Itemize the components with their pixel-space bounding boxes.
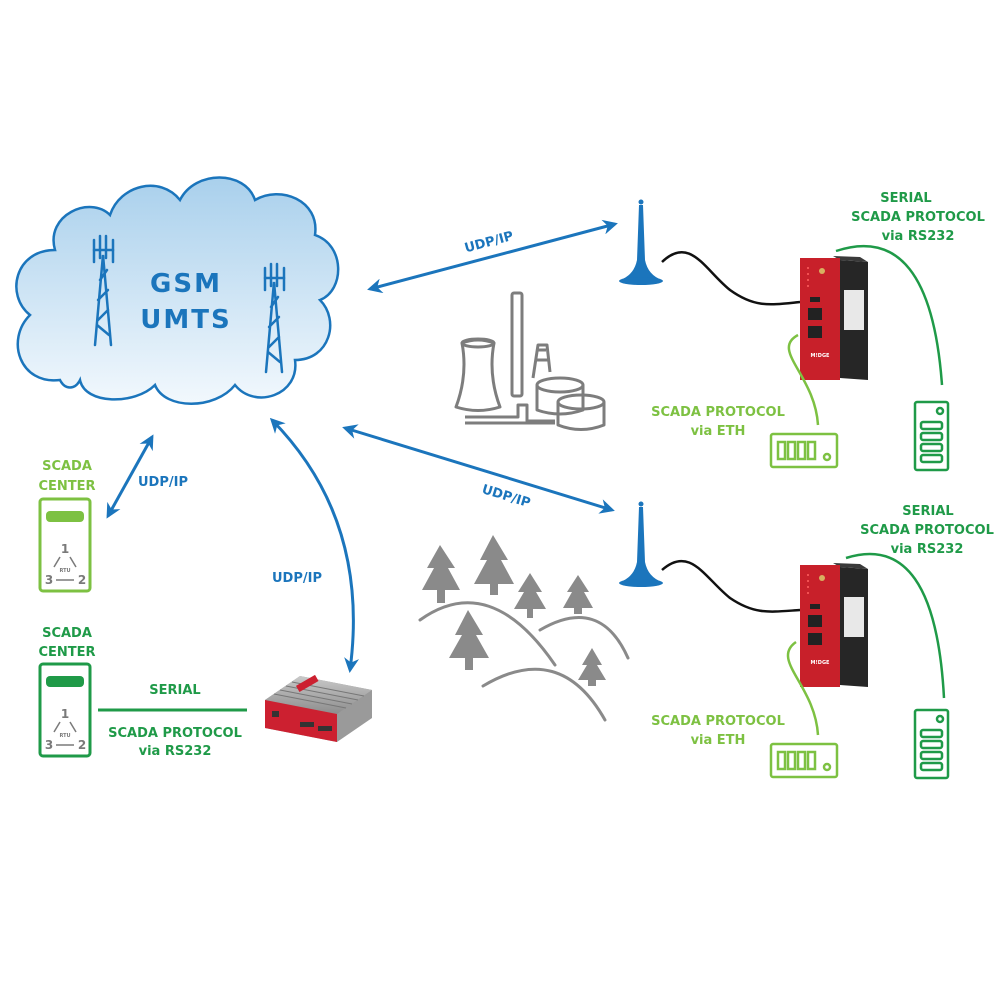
eth-cable — [787, 333, 820, 426]
svg-text:RTU: RTU — [59, 568, 70, 574]
bidirectional-arrow — [269, 417, 360, 673]
gsm-umts-cloud: GSM UMTS — [15, 176, 340, 405]
udp-link-site1[interactable]: UDP/IP — [367, 219, 618, 294]
scada-center-label-line1: SCADA — [42, 459, 92, 474]
industrial-plant-icon — [454, 291, 606, 431]
serial-protocol-label: SCADA PROTOCOL — [860, 523, 994, 538]
tree-icons — [422, 535, 606, 686]
serial-device-icon — [913, 400, 950, 472]
hill-lines — [418, 601, 630, 722]
router-brand: M!DGE — [811, 353, 831, 359]
eth-protocol-label: SCADA PROTOCOL — [651, 714, 785, 729]
scada-center-bottom[interactable]: SCADA CENTER 1 2 3 RTU SERIAL SCADA PROT… — [38, 626, 247, 759]
udp-link-site2[interactable]: UDP/IP — [342, 424, 615, 514]
cloud-title-gsm: GSM — [150, 269, 222, 299]
serial-label: SERIAL — [902, 504, 953, 519]
antenna-cable — [661, 250, 801, 306]
serial-device-icon — [913, 708, 950, 780]
udp-link-scada-center[interactable]: UDP/IP — [106, 434, 188, 519]
bidirectional-arrow — [342, 424, 615, 514]
svg-text:1: 1 — [61, 707, 69, 721]
eth-via-label: via ETH — [691, 424, 746, 439]
compact-router-device[interactable] — [265, 674, 372, 742]
remote-site-2[interactable]: M!DGE SERIAL SCADA PROTOCOL via RS232 SC… — [619, 501, 994, 780]
antenna-icon — [619, 199, 663, 285]
eth-protocol-label: SCADA PROTOCOL — [651, 405, 785, 420]
svg-text:3: 3 — [45, 573, 53, 587]
serial-via-label: via RS232 — [882, 229, 955, 244]
plc-device-icon — [769, 432, 839, 469]
server-status-bar — [46, 676, 84, 687]
serial-via-label: via RS232 — [891, 542, 964, 557]
serial-cable — [835, 245, 944, 386]
forest-hills-icon — [418, 535, 630, 722]
svg-text:2: 2 — [78, 738, 86, 752]
serial-protocol-label: SCADA PROTOCOL — [851, 210, 985, 225]
svg-text:3: 3 — [45, 738, 53, 752]
serial-cable — [845, 552, 946, 699]
server-icon — [38, 497, 92, 593]
udp-label: UDP/IP — [272, 571, 322, 586]
serial-label: SERIAL — [880, 191, 931, 206]
eth-via-label: via ETH — [691, 733, 746, 748]
plc-device-icon — [769, 742, 839, 779]
bidirectional-arrow — [367, 219, 618, 294]
protocol-label: SCADA PROTOCOL — [108, 726, 242, 741]
udp-label: UDP/IP — [480, 482, 532, 511]
serial-link-label: SERIAL — [149, 683, 200, 698]
eth-cable — [786, 640, 820, 736]
protocol-label-via: via RS232 — [139, 744, 212, 759]
rtu-triangle-icon: 1 2 3 RTU — [45, 707, 86, 752]
midge-router-device: M!DGE — [800, 563, 868, 687]
cell-tower-icon — [92, 234, 115, 347]
scada-center-top[interactable]: SCADA CENTER 1 2 3 RTU — [38, 459, 96, 593]
scada-center-label-line2: CENTER — [38, 645, 95, 660]
server-icon — [38, 662, 92, 758]
bidirectional-arrow — [106, 434, 154, 519]
cloud-shape — [15, 176, 340, 405]
scada-center-label-line2: CENTER — [38, 479, 95, 494]
router-brand: M!DGE — [811, 660, 831, 666]
udp-link-compact-router[interactable]: UDP/IP — [269, 417, 360, 673]
antenna-icon — [619, 501, 663, 587]
svg-text:1: 1 — [61, 542, 69, 556]
udp-label: UDP/IP — [138, 475, 188, 490]
midge-router-device: M!DGE — [800, 256, 868, 380]
cell-tower-icon — [263, 262, 286, 374]
cloud-title-umts: UMTS — [140, 305, 231, 335]
svg-text:2: 2 — [78, 573, 86, 587]
antenna-cable — [661, 559, 801, 613]
server-status-bar — [46, 511, 84, 522]
rtu-triangle-icon: 1 2 3 RTU — [45, 542, 86, 587]
remote-site-1[interactable]: M!DGE SERIAL SCADA PROTOCOL via RS232 SC… — [619, 191, 985, 472]
scada-center-label-line1: SCADA — [42, 626, 92, 641]
svg-text:RTU: RTU — [59, 733, 70, 739]
